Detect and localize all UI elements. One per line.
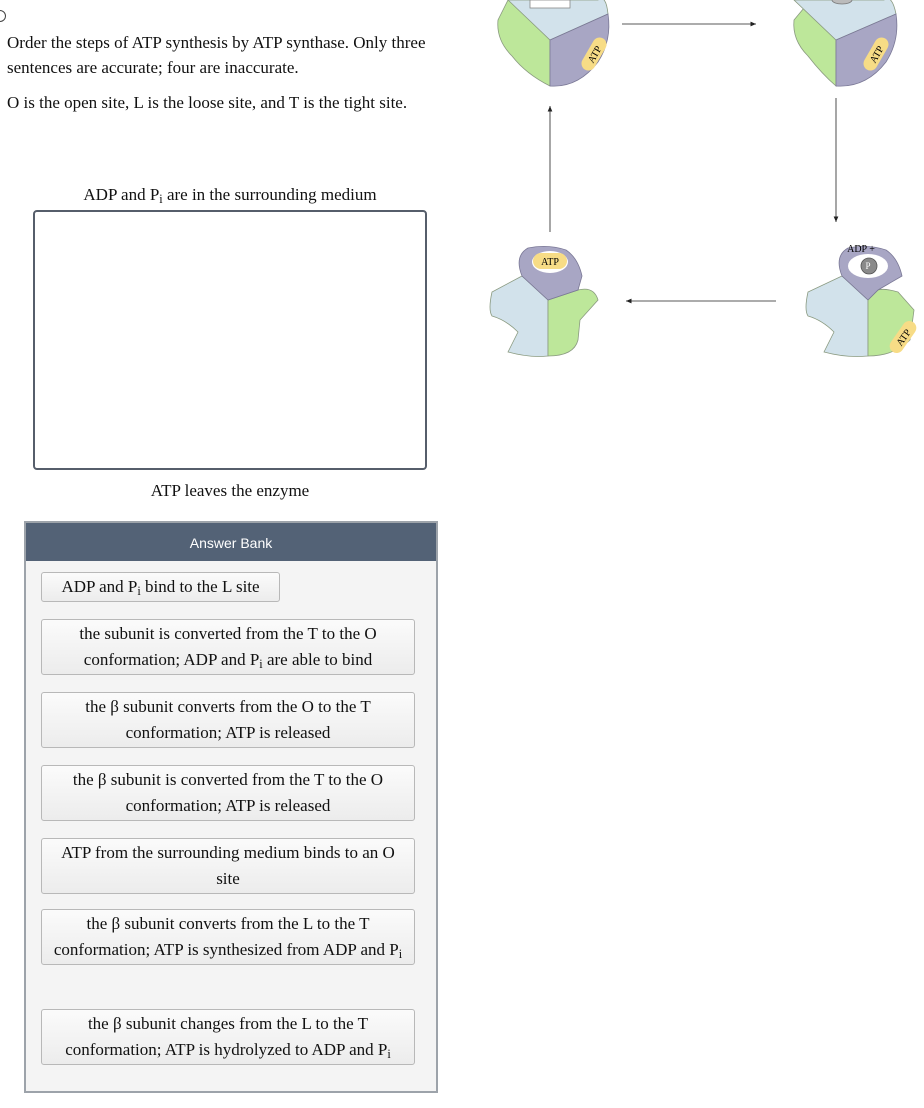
answer-card-sub: i — [137, 584, 141, 599]
start-label-text: ADP and P — [83, 185, 160, 204]
start-label-post: are in the surrounding medium — [162, 185, 377, 204]
enzyme-top-right: ATP — [793, 0, 898, 87]
answer-bank-header: Answer Bank — [26, 523, 436, 561]
answer-card-sub: i — [259, 657, 263, 672]
question-text: Order the steps of ATP synthesis by ATP … — [7, 30, 447, 125]
sequence-start-label: ADP and Pi are in the surrounding medium — [35, 185, 425, 205]
answer-card-text: the β subunit is converted from the T to… — [72, 770, 384, 815]
sequence-end-label: ATP leaves the enzyme — [150, 481, 310, 500]
start-label-sub: i — [159, 192, 163, 207]
answer-card-sub: i — [387, 1047, 391, 1062]
atp-synthase-cycle-diagram: ATP ATP ATP ADP + P ATP — [489, 0, 917, 357]
sequence-drop-zone[interactable] — [33, 210, 427, 470]
pi-label: P — [865, 261, 870, 271]
atp-label-bl: ATP — [541, 257, 559, 268]
answer-bank: Answer Bank ADP and Pi bind to the L sit… — [24, 521, 438, 1093]
answer-card-text: ATP from the surrounding medium binds to… — [61, 843, 395, 888]
enzyme-top-left: ATP — [497, 0, 610, 87]
enzyme-bottom-right: ADP + P ATP — [805, 244, 917, 357]
question-intro: Order the steps of ATP synthesis by ATP … — [7, 33, 426, 77]
answer-card-6[interactable]: the β subunit converts from the L to the… — [41, 909, 415, 965]
answer-card-text: ADP and P — [61, 577, 138, 596]
answer-card-text-post: bind to the L site — [140, 577, 260, 596]
question-definition: O is the open site, L is the loose site,… — [7, 93, 408, 112]
answer-card-text: the β subunit converts from the L to the… — [53, 914, 399, 959]
answer-card-text: the β subunit converts from the O to the… — [85, 697, 371, 742]
answer-card-3[interactable]: the β subunit converts from the O to the… — [41, 692, 415, 748]
answer-card-5[interactable]: ATP from the surrounding medium binds to… — [41, 838, 415, 894]
answer-card-sub: i — [398, 947, 403, 962]
answer-card-7[interactable]: the β subunit changes from the L to the … — [41, 1009, 415, 1065]
answer-card-text: the β subunit changes from the L to the … — [65, 1014, 388, 1059]
answer-card-4[interactable]: the β subunit is converted from the T to… — [41, 765, 415, 821]
answer-card-text-post: are able to bind — [262, 650, 373, 669]
answer-card-text: the subunit is converted from the T to t… — [79, 624, 377, 669]
answer-card-1[interactable]: ADP and Pi bind to the L site — [41, 572, 280, 602]
answer-card-2[interactable]: the subunit is converted from the T to t… — [41, 619, 415, 675]
enzyme-bottom-left: ATP — [489, 246, 599, 357]
adp-label: ADP + — [847, 244, 875, 255]
question-marker-icon — [0, 10, 6, 22]
